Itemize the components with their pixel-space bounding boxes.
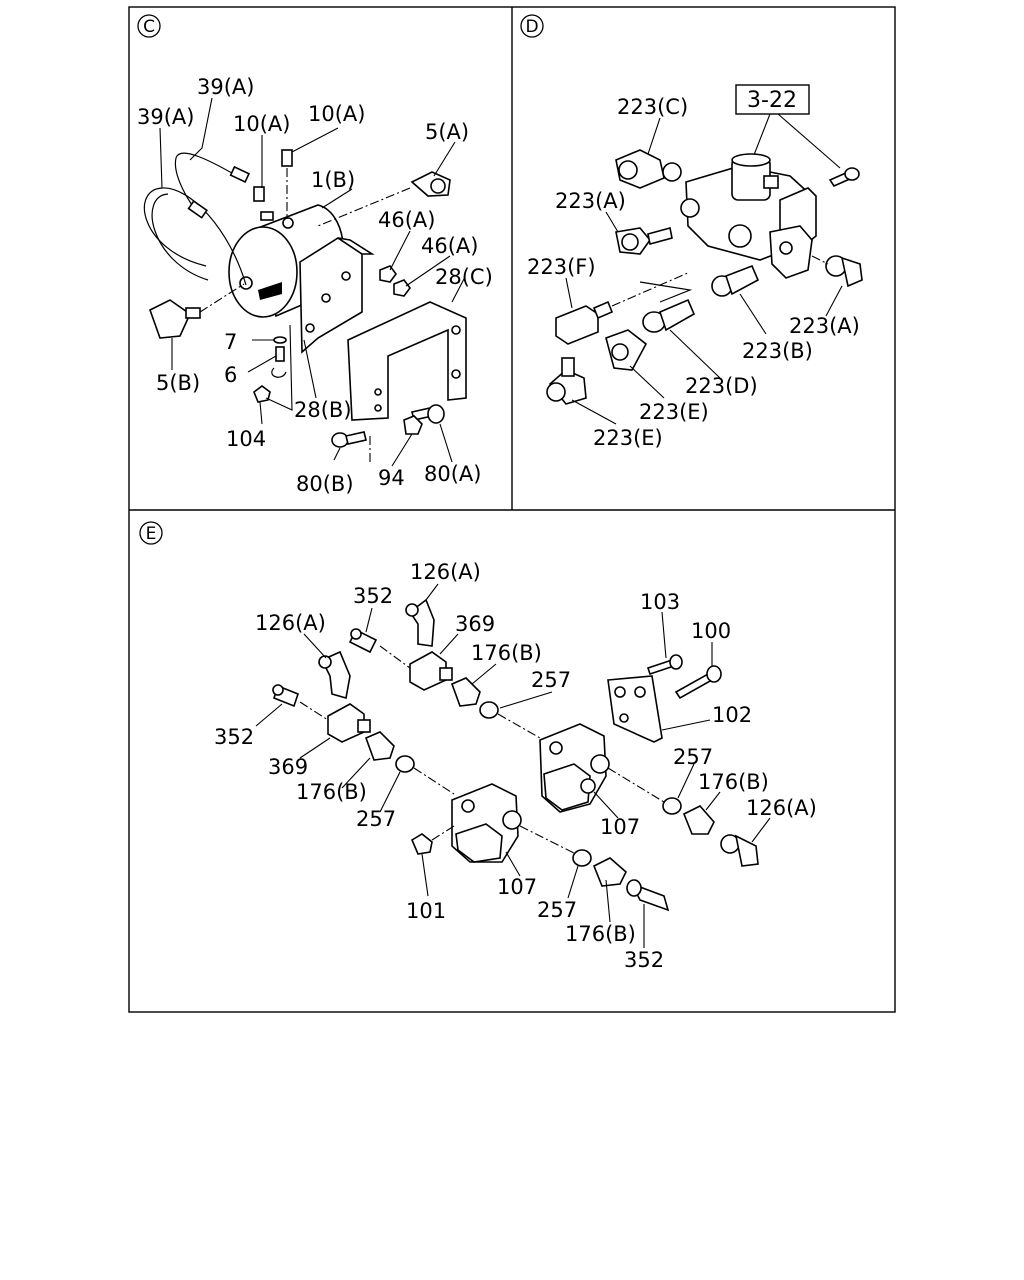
label-223b: 223(B) xyxy=(742,339,813,363)
label-107-lower: 107 xyxy=(497,875,537,899)
nut-176b-lower xyxy=(592,857,627,887)
label-223e-lower: 223(E) xyxy=(593,426,663,450)
fitting-223e-upper xyxy=(605,329,648,371)
label-107-upper: 107 xyxy=(600,815,640,839)
label-352-top: 352 xyxy=(353,584,393,608)
label-223d: 223(D) xyxy=(685,374,758,398)
label-176b-lower: 176(B) xyxy=(565,922,636,946)
reference-box-3-22: 3-22 xyxy=(735,84,810,115)
panel-c-badge: C xyxy=(137,14,161,38)
label-176b-left: 176(B) xyxy=(296,780,367,804)
elbow-126a-left xyxy=(318,650,351,700)
label-46a-bottom: 46(A) xyxy=(421,234,478,258)
nipple-352-lower xyxy=(626,879,670,912)
label-1b: 1(B) xyxy=(311,168,355,192)
label-126a-top: 126(A) xyxy=(410,560,481,584)
label-176b-top: 176(B) xyxy=(471,641,542,665)
nut-176b-upper xyxy=(450,677,481,707)
label-94: 94 xyxy=(378,466,405,490)
nipple-352-upper xyxy=(348,628,378,654)
label-6: 6 xyxy=(224,363,237,387)
label-257-lower: 257 xyxy=(537,898,577,922)
bracket-28b xyxy=(299,237,375,354)
fitting-223d xyxy=(642,298,696,333)
label-176b-right: 176(B) xyxy=(698,770,769,794)
fitting-223b xyxy=(711,264,760,297)
panel-d: D 3-22 xyxy=(520,14,863,450)
label-352-lower: 352 xyxy=(624,948,664,972)
label-223a-left: 223(A) xyxy=(555,189,626,213)
panel-d-badge-letter: D xyxy=(525,17,538,37)
panel-e-badge-letter: E xyxy=(146,524,157,544)
valve-upper-107 xyxy=(539,723,610,813)
panel-c: C xyxy=(137,14,493,496)
label-101: 101 xyxy=(406,899,446,923)
label-39a-top: 39(A) xyxy=(197,75,254,99)
label-104: 104 xyxy=(226,427,266,451)
washer-257-upper xyxy=(479,701,499,719)
label-257-top: 257 xyxy=(531,668,571,692)
label-80a: 80(A) xyxy=(424,462,481,486)
label-5b: 5(B) xyxy=(156,371,200,395)
label-28b: 28(B) xyxy=(294,398,352,422)
elbow-126a-upper xyxy=(405,598,435,647)
fitting-223f xyxy=(555,300,614,345)
nut-176b-left xyxy=(364,731,395,761)
reference-box-text: 3-22 xyxy=(747,88,797,113)
panel-e-badge: E xyxy=(139,521,163,545)
label-103: 103 xyxy=(640,590,680,614)
label-369-top: 369 xyxy=(455,612,495,636)
tee-block-369-upper xyxy=(409,651,453,691)
label-39a-left: 39(A) xyxy=(137,105,194,129)
bolt-80b xyxy=(331,431,367,448)
nipple-352-left xyxy=(272,684,299,708)
label-223f: 223(F) xyxy=(527,255,596,279)
label-257-left: 257 xyxy=(356,807,396,831)
label-46a-top: 46(A) xyxy=(378,208,435,232)
label-7: 7 xyxy=(224,330,237,354)
fitting-223c xyxy=(615,149,682,189)
label-28c: 28(C) xyxy=(435,265,493,289)
bracket-28c xyxy=(347,301,467,421)
label-126a-right: 126(A) xyxy=(746,796,817,820)
relay-valve xyxy=(680,153,817,279)
fitting-223a-left xyxy=(615,227,673,255)
label-126a-left: 126(A) xyxy=(255,611,326,635)
elbow-fitting-5a xyxy=(410,171,451,197)
label-10a-right: 10(A) xyxy=(308,102,365,126)
nut-176b-right xyxy=(682,805,715,835)
label-100: 100 xyxy=(691,619,731,643)
label-5a: 5(A) xyxy=(425,120,469,144)
elbow-126a-right xyxy=(720,834,759,867)
fitting-223e-lower xyxy=(546,357,587,405)
bolt-103 xyxy=(646,654,683,676)
panel-d-badge: D xyxy=(520,14,544,38)
panel-c-badge-letter: C xyxy=(143,17,155,37)
label-223c: 223(C) xyxy=(617,95,688,119)
label-102: 102 xyxy=(712,703,752,727)
label-369-left: 369 xyxy=(268,755,308,779)
tee-block-369-left xyxy=(327,703,371,743)
elbow-fitting-5b xyxy=(149,299,201,339)
washer-257-lower xyxy=(572,849,592,867)
panel-e: E xyxy=(139,521,817,972)
mounting-bracket-102 xyxy=(607,675,663,743)
label-10a-left: 10(A) xyxy=(233,112,290,136)
label-257-right: 257 xyxy=(673,745,713,769)
washer-257-left xyxy=(395,755,415,773)
washer-257-right xyxy=(662,797,682,815)
label-223e-upper: 223(E) xyxy=(639,400,709,424)
label-223a-right: 223(A) xyxy=(789,314,860,338)
label-80b: 80(B) xyxy=(296,472,354,496)
valve-lower-107 xyxy=(451,783,522,863)
bolt-100 xyxy=(674,665,722,700)
label-352-left: 352 xyxy=(214,725,254,749)
fitting-223a-right xyxy=(825,255,863,288)
nut-101 xyxy=(410,833,433,855)
